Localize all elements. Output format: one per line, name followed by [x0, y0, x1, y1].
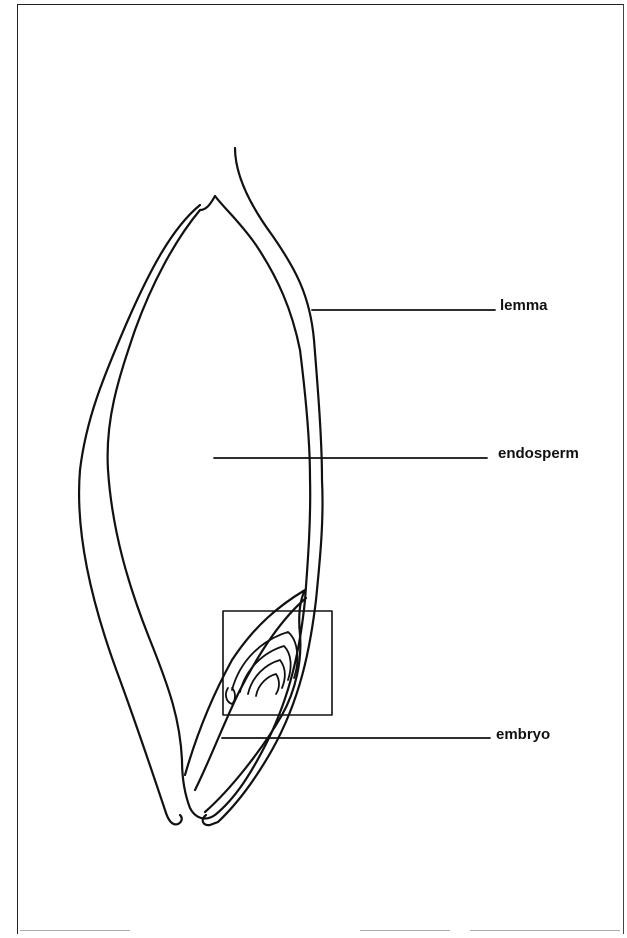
embryo-highlight-box [223, 611, 332, 715]
lemma-outline [203, 148, 323, 825]
endosperm-label: endosperm [498, 446, 579, 461]
scutellum-curve-4 [256, 674, 279, 696]
bottom-edge-mid [360, 930, 450, 931]
bottom-edge-right [470, 930, 620, 931]
embryo-label: embryo [496, 727, 550, 742]
endosperm-outline [108, 196, 311, 819]
bottom-edge-left [20, 930, 130, 931]
lemma-outline-left [79, 205, 200, 824]
embryo-outline [185, 590, 305, 812]
embryo-root-tip [226, 688, 235, 704]
lemma-label: lemma [500, 298, 548, 313]
